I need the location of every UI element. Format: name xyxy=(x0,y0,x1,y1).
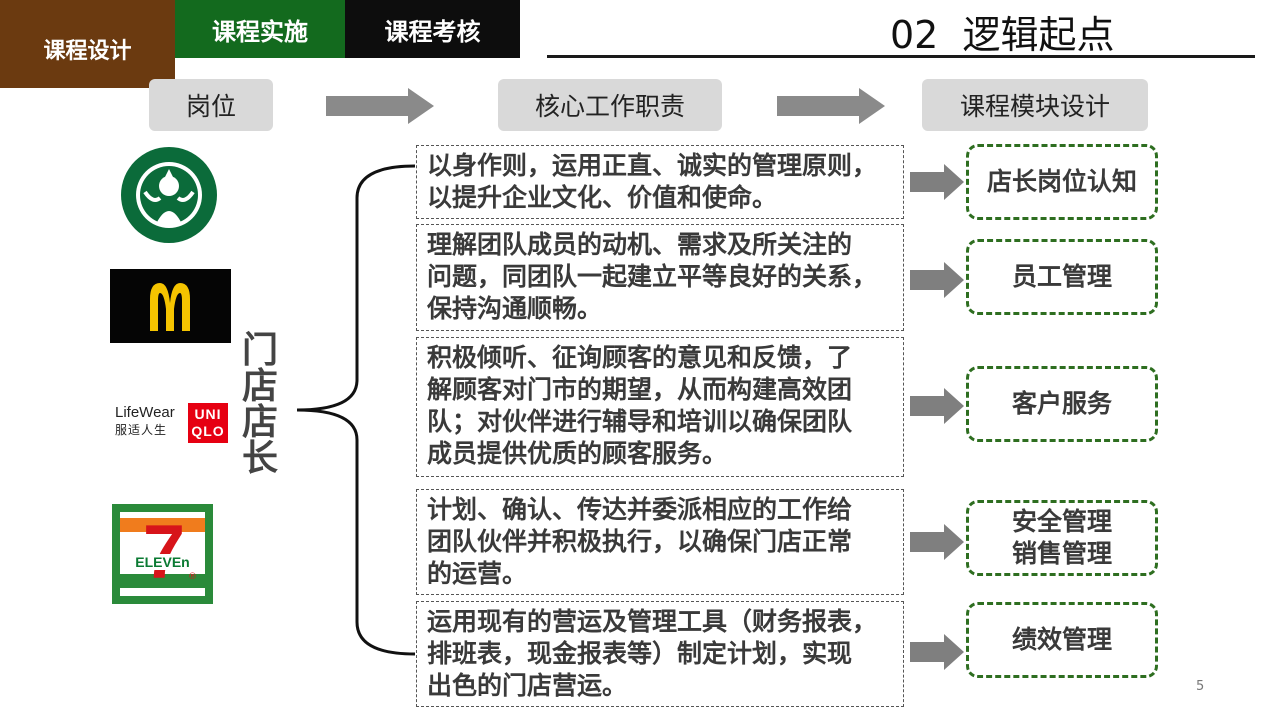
role-label-store-manager: 门 店 店 长 xyxy=(240,333,280,477)
tab-course-implementation[interactable]: 课程实施 xyxy=(175,0,345,58)
arrow-right-icon xyxy=(910,524,964,560)
registered-mark: ® xyxy=(188,572,197,582)
duty-line: 保持沟通顺畅。 xyxy=(427,294,603,323)
duty-line: 出色的门店营运。 xyxy=(427,671,628,700)
duty-line: 的运营。 xyxy=(427,559,528,588)
curly-brace xyxy=(296,164,416,656)
module-label: 绩效管理 xyxy=(1011,625,1112,654)
arrow-right-icon xyxy=(910,634,964,670)
page-title: 02 逻辑起点 xyxy=(890,13,1115,57)
tab-label: 课程设计 xyxy=(43,39,132,64)
arrow-right-icon xyxy=(326,88,434,124)
duty-box-2: 理解团队成员的动机、需求及所关注的 问题，同团队一起建立平等良好的关系， 保持沟… xyxy=(416,224,904,331)
arrow-right-icon xyxy=(910,388,964,424)
duty-line: 排班表，现金报表等）制定计划，实现 xyxy=(427,639,853,668)
duty-box-4: 计划、确认、传达并委派相应的工作给 团队伙伴并积极执行，以确保门店正常 的运营。 xyxy=(416,489,904,595)
lifewear-text: LifeWear xyxy=(115,404,175,421)
arrow-right-icon xyxy=(910,164,964,200)
module-staff-management: 员工管理 xyxy=(966,239,1158,315)
header-course-modules: 课程模块设计 xyxy=(922,79,1148,131)
duty-line: 理解团队成员的动机、需求及所关注的 xyxy=(427,230,853,259)
module-label: 客户服务 xyxy=(1011,389,1112,418)
page-number: 5 xyxy=(1196,679,1205,694)
duty-line: 成员提供优质的顾客服务。 xyxy=(427,439,728,468)
lifewear-cn-text: 服适人生 xyxy=(115,423,168,437)
duty-line: 解顾客对门市的期望，从而构建高效团 xyxy=(427,375,853,404)
module-safety-sales-management: 安全管理 销售管理 xyxy=(966,500,1158,576)
uniqlo-top: UNI xyxy=(194,406,222,422)
role-char: 店 xyxy=(241,366,278,407)
duty-line: 团队伙伴并积极执行，以确保门店正常 xyxy=(427,527,853,556)
duty-line: 运用现有的营运及管理工具（财务报表， xyxy=(427,607,878,636)
duty-line: 以身作则，运用正直、诚实的管理原则， xyxy=(427,151,878,180)
tab-label: 课程实施 xyxy=(212,17,308,46)
duty-line: 问题，同团队一起建立平等良好的关系， xyxy=(427,262,878,291)
duty-line: 计划、确认、传达并委派相应的工作给 xyxy=(427,495,853,524)
module-label: 销售管理 xyxy=(1011,539,1112,568)
seven-digit: 7 xyxy=(142,510,186,595)
arrow-right-icon xyxy=(777,88,885,124)
duty-box-3: 积极倾听、征询顾客的意见和反馈，了 解顾客对门市的期望，从而构建高效团 队；对伙… xyxy=(416,337,904,477)
seven-eleven-logo: 7 ELEVEn ® xyxy=(112,504,213,604)
arrow-right-icon xyxy=(910,262,964,298)
duty-line: 队；对伙伴进行辅导和培训以确保团队 xyxy=(427,407,853,436)
module-store-manager-role: 店长岗位认知 xyxy=(966,144,1158,220)
golden-arches-icon xyxy=(150,283,190,331)
module-label: 店长岗位认知 xyxy=(986,167,1137,196)
tab-label: 课程考核 xyxy=(384,17,481,46)
module-label: 安全管理 xyxy=(1011,507,1112,536)
duty-line: 积极倾听、征询顾客的意见和反馈，了 xyxy=(427,343,853,372)
mcdonalds-logo xyxy=(110,269,231,343)
duty-line: 以提升企业文化、价值和使命。 xyxy=(427,183,778,212)
module-customer-service: 客户服务 xyxy=(966,366,1158,442)
duty-box-1: 以身作则，运用正直、诚实的管理原则， 以提升企业文化、价值和使命。 xyxy=(416,145,904,219)
role-char: 长 xyxy=(241,438,278,479)
header-core-duties: 核心工作职责 xyxy=(498,79,722,131)
header-position: 岗位 xyxy=(149,79,273,131)
title-underline xyxy=(547,55,1255,58)
tab-course-design[interactable]: 课程设计 xyxy=(0,0,175,88)
uniqlo-bottom: QLO xyxy=(191,423,225,439)
tab-course-assessment[interactable]: 课程考核 xyxy=(345,0,520,58)
starbucks-logo xyxy=(121,147,217,243)
module-performance-management: 绩效管理 xyxy=(966,602,1158,678)
uniqlo-tagline: LifeWear 服适人生 xyxy=(115,404,187,438)
module-label: 员工管理 xyxy=(1011,262,1112,291)
eleven-word: ELEVEn xyxy=(120,554,205,570)
role-char: 门 xyxy=(241,330,278,371)
uniqlo-logo: UNI QLO xyxy=(188,403,228,443)
duty-box-5: 运用现有的营运及管理工具（财务报表， 排班表，现金报表等）制定计划，实现 出色的… xyxy=(416,601,904,707)
role-char: 店 xyxy=(241,402,278,443)
